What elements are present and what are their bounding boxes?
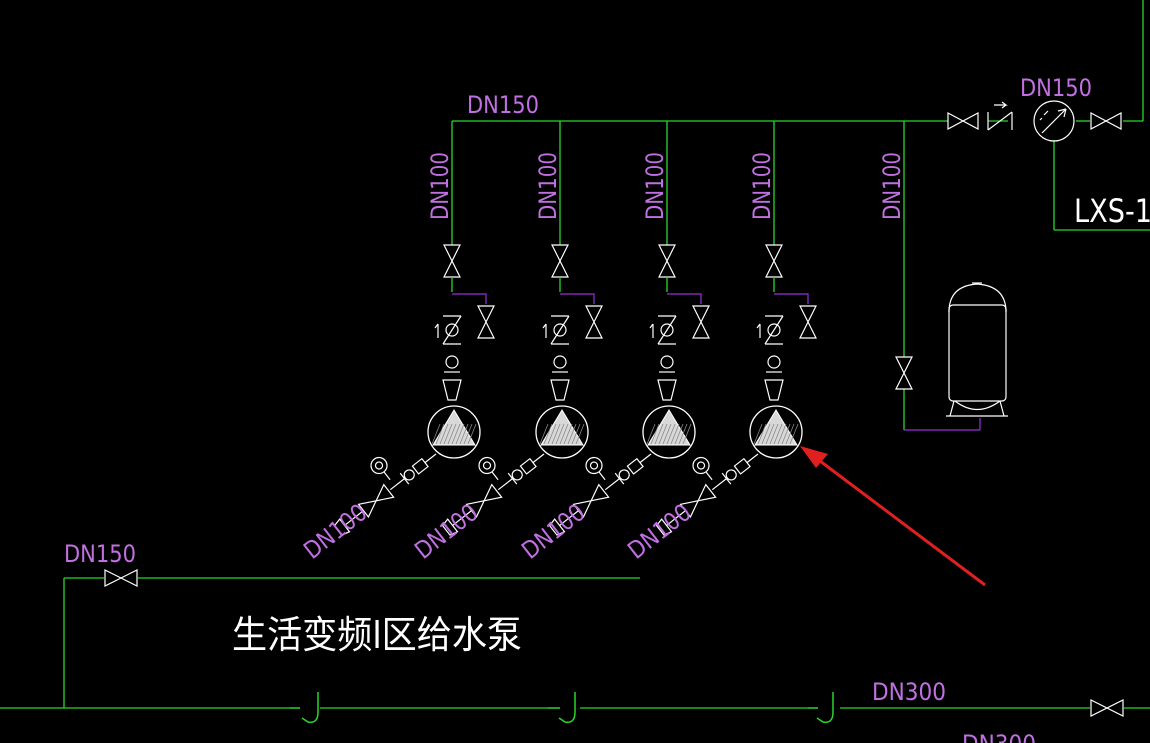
expansion-joint-icon — [808, 692, 834, 724]
gate-valve-icon — [1090, 699, 1124, 717]
suction-label: DN100 — [409, 498, 483, 564]
suction-assembly — [333, 453, 437, 536]
bypass-line — [560, 293, 595, 304]
gate-valve-icon — [104, 569, 138, 587]
riser-label: DN100 — [426, 152, 454, 220]
pump-set — [655, 244, 817, 536]
gate-valve-icon — [799, 305, 817, 339]
pump-set — [548, 244, 710, 536]
gate-valve-icon — [465, 483, 503, 519]
pressure-gauge-icon — [370, 456, 391, 481]
suction-label: DN100 — [516, 498, 590, 564]
pump-icon — [642, 405, 696, 459]
header-meter-label: DN150 — [1020, 74, 1092, 102]
bottom-main-label: DN300 — [872, 678, 946, 706]
bottom-main-partial-label: DN300 — [962, 730, 1036, 743]
check-valve-icon — [434, 315, 462, 345]
gate-valve-icon — [895, 356, 913, 390]
pump-icon — [749, 405, 803, 459]
pump-set — [441, 244, 603, 536]
gate-valve-icon — [679, 483, 717, 519]
check-valve-icon — [649, 315, 677, 345]
pressure-gauge-icon — [585, 456, 606, 481]
pump-icon — [427, 405, 481, 459]
gate-valve-icon — [551, 244, 569, 278]
pressure-gauge-icon — [692, 456, 713, 481]
suction-main-label: DN150 — [64, 540, 136, 568]
header-main-label: DN150 — [467, 91, 539, 119]
suction-assembly — [548, 453, 652, 536]
pressure-tank-icon — [946, 282, 1008, 417]
check-valve-icon — [542, 315, 570, 345]
riser-label: DN100 — [748, 152, 776, 220]
tank-drain-line — [904, 418, 981, 431]
gate-valve-icon — [477, 305, 495, 339]
expansion-joints — [290, 692, 834, 724]
diagram-title: 生活变频I区给水泵 — [232, 613, 522, 657]
annotation-arrow — [800, 446, 986, 587]
check-valve-icon — [987, 101, 1013, 131]
pump-icon — [535, 405, 589, 459]
suction-assembly — [441, 453, 545, 536]
gate-valve-icon — [585, 305, 603, 339]
riser-label: DN100 — [878, 152, 906, 220]
gate-valve-icon — [572, 483, 610, 519]
gate-valve-icon — [947, 112, 979, 130]
meter-id-label: LXS-1 — [1074, 192, 1150, 230]
pump-sets — [333, 244, 817, 536]
pump-set — [333, 244, 495, 536]
riser-label: DN100 — [641, 152, 669, 220]
gate-valve-icon — [443, 244, 461, 278]
bypass-line — [774, 293, 809, 304]
riser-label: DN100 — [534, 152, 562, 220]
gate-valve-icon — [1090, 112, 1122, 130]
pressure-gauge-icon — [478, 456, 499, 481]
water-meter-icon — [1033, 100, 1075, 142]
gate-valve-icon — [765, 244, 783, 278]
pipework — [0, 0, 1150, 709]
check-valve-icon — [756, 315, 784, 345]
gate-valve-icon — [357, 483, 395, 519]
bypass-line — [667, 293, 702, 304]
gate-valve-icon — [658, 244, 676, 278]
suction-label: DN100 — [622, 498, 696, 564]
gate-valve-icon — [692, 305, 710, 339]
suction-assembly — [655, 453, 759, 536]
suction-label: DN100 — [298, 498, 372, 564]
bypass-line — [452, 293, 487, 304]
expansion-joint-icon — [548, 692, 576, 724]
expansion-joint-icon — [290, 692, 319, 724]
